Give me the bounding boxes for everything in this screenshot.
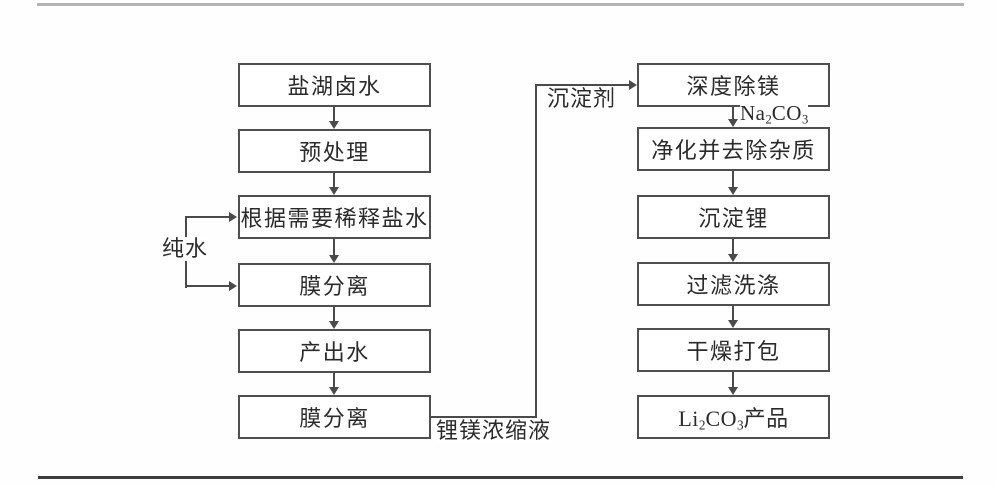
flow-box-produced-water: 产出水 <box>238 329 431 373</box>
flow-arrow-down-icon <box>728 372 738 395</box>
chem-text: Li <box>678 405 699 431</box>
concentrate-label: 锂镁浓缩液 <box>436 418 552 444</box>
chem-text: CO <box>771 101 802 125</box>
flow-box-label: 深度除镁 <box>686 74 781 99</box>
flow-arrow-down-icon <box>329 173 339 195</box>
top-rule <box>37 3 964 6</box>
flow-box-salt-lake-brine: 盐湖卤水 <box>238 63 431 107</box>
flow-box-purify-remove-impurities: 净化并去除杂质 <box>637 127 830 171</box>
chem-subscript: 3 <box>737 417 744 433</box>
flow-box-dilute-brine-as-needed: 根据需要稀释盐水 <box>238 195 431 239</box>
flow-box-label: Li2CO3产品 <box>678 401 788 434</box>
flow-box-label: 产出水 <box>299 340 370 365</box>
flow-arrow-down-icon <box>329 373 339 395</box>
chem-text: CO <box>705 405 738 431</box>
flow-arrow-down-icon <box>329 307 339 329</box>
pure-water-label: 纯水 <box>162 236 209 262</box>
flow-box-pretreatment: 预处理 <box>238 129 431 173</box>
chem-subscript: 2 <box>765 112 772 127</box>
bottom-rule <box>38 476 963 479</box>
flow-arrow-down-icon <box>728 239 738 262</box>
flow-box-drying-packing: 干燥打包 <box>637 328 830 372</box>
flow-arrow-down-icon <box>728 171 738 195</box>
flow-box-deep-magnesium-removal: 深度除镁 <box>637 63 830 107</box>
flow-box-li2co3-product: Li2CO3产品 <box>637 395 830 439</box>
flow-box-membrane-separation-1: 膜分离 <box>238 263 431 307</box>
flow-box-label: 根据需要稀释盐水 <box>240 206 429 231</box>
flow-box-membrane-separation-2: 膜分离 <box>238 395 431 439</box>
precipitant-label: 沉淀剂 <box>547 86 617 112</box>
precipitant-arrow-icon <box>535 80 637 90</box>
pure-water-arrow-bottom-icon <box>185 281 237 291</box>
flow-arrow-down-icon <box>728 306 738 328</box>
flow-box-label: 过滤洗涤 <box>686 273 781 298</box>
na2co3-label: Na2CO3 <box>740 101 809 128</box>
concentrate-connector-vertical <box>535 84 537 418</box>
flow-arrow-down-icon <box>728 107 738 127</box>
flow-arrow-down-icon <box>329 239 339 263</box>
flow-box-label: 沉淀锂 <box>698 206 769 231</box>
chem-subscript: 2 <box>698 417 706 433</box>
chem-subscript: 3 <box>801 112 809 127</box>
flow-box-label: 盐湖卤水 <box>287 74 382 99</box>
chem-text: Na <box>740 101 766 125</box>
flow-box-label: 膜分离 <box>299 406 370 431</box>
flow-arrow-down-icon <box>329 107 339 129</box>
flow-box-label: 净化并去除杂质 <box>651 138 816 163</box>
flow-box-label: 干燥打包 <box>686 339 781 364</box>
concentrate-connector-horizontal <box>430 416 537 418</box>
flow-box-label: 预处理 <box>299 140 370 165</box>
flow-box-filter-washing: 过滤洗涤 <box>637 262 830 306</box>
flow-box-label: 膜分离 <box>299 274 370 299</box>
flow-box-lithium-precipitation: 沉淀锂 <box>637 195 830 239</box>
pure-water-arrow-top-icon <box>185 212 237 222</box>
chem-text: 产品 <box>743 405 789 431</box>
